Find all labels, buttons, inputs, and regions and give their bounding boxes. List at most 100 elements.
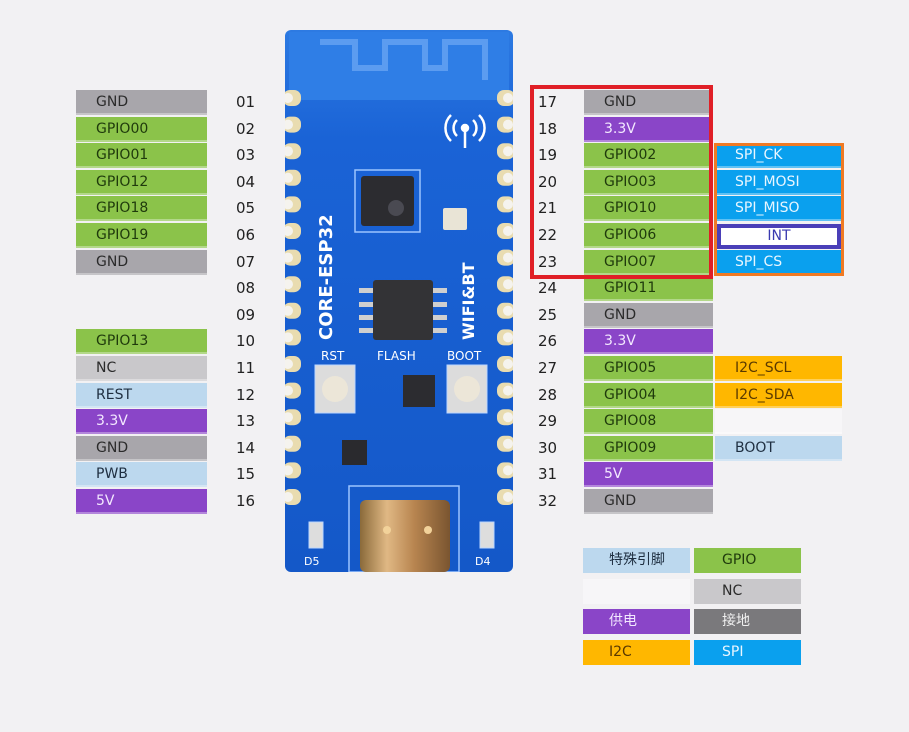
pin-label: GPIO06 (584, 223, 713, 248)
legend-item: 特殊引脚 (583, 548, 690, 573)
pin-label: GPIO10 (584, 196, 713, 222)
pin-label: GND (76, 249, 207, 275)
pad-hole (285, 279, 293, 290)
ldo-chip (342, 440, 367, 465)
pad-hole (503, 146, 513, 157)
pad-hole (285, 226, 293, 236)
pin-number: 02 (236, 119, 256, 138)
pin-number: 25 (538, 305, 558, 324)
highlight-frame-orange (714, 143, 844, 276)
pin-number: 16 (236, 492, 256, 510)
boot-label: BOOT (447, 349, 482, 363)
pad-hole (285, 172, 293, 183)
pin-number: 15 (236, 465, 256, 484)
pin-label: GPIO03 (584, 169, 713, 195)
pad-hole (503, 172, 513, 183)
pin-number: 28 (538, 385, 558, 404)
board-subtitle-text: WIFI&BT (459, 262, 478, 340)
pin-label: GND (584, 489, 713, 514)
pin-number: 19 (538, 146, 558, 165)
alt-function-label: SPI_MOSI (715, 169, 842, 195)
usb-c-port (360, 500, 450, 572)
pad-hole (503, 93, 513, 103)
pad-hole (285, 492, 293, 502)
pad-hole (285, 93, 293, 103)
pad-hole (285, 146, 293, 157)
rst-button (314, 364, 356, 414)
usb-c-port-frame (348, 485, 460, 572)
pin-label: 5V (584, 462, 713, 488)
antenna-trace (320, 39, 488, 80)
pin-number: 21 (538, 199, 558, 218)
pin-number: 05 (236, 199, 256, 218)
pad-hole (503, 332, 513, 343)
pad-hole (285, 119, 293, 130)
legend-item: NC (694, 578, 801, 604)
pin-number: 14 (236, 438, 256, 457)
pad-hole (285, 305, 293, 316)
pin-number: 23 (538, 252, 558, 271)
pin-number: 11 (236, 359, 256, 377)
highlight-frame-red (530, 85, 713, 279)
pin-label: GND (584, 90, 713, 115)
pin-label: PWB (76, 462, 207, 488)
legend-item (583, 578, 690, 604)
pin-label: GPIO02 (584, 143, 713, 169)
crystal (443, 208, 467, 230)
pin-number: 17 (538, 93, 558, 111)
pin-number: 26 (538, 332, 558, 351)
pin-number: 07 (236, 252, 256, 271)
pad-hole (285, 252, 293, 263)
legend-item: SPI (694, 639, 801, 665)
pin-label: GPIO08 (584, 409, 713, 435)
pin-number: 30 (538, 438, 558, 457)
pad-hole (503, 119, 513, 130)
pad-hole (503, 226, 513, 236)
alt-function-label: I2C_SCL (715, 356, 842, 381)
pin-number: 08 (236, 279, 256, 298)
pin-number: 13 (236, 412, 256, 431)
pin-label: GPIO12 (76, 169, 207, 195)
pin-number: 20 (538, 172, 558, 191)
esp32-board: CORE-ESP32 WIFI&BT RST FLASH BOOT D5 D4 (285, 30, 513, 572)
pad-hole (285, 385, 293, 396)
regulator-chip (403, 375, 435, 407)
d4-label: D4 (475, 555, 490, 568)
boot-button (446, 364, 488, 414)
pin-label: GPIO05 (584, 356, 713, 381)
pin-number: 06 (236, 226, 256, 244)
pad-hole (285, 412, 293, 423)
castellated-pads (285, 90, 513, 505)
pad-hole (503, 385, 513, 396)
pin-number: 29 (538, 412, 558, 431)
led-d4 (479, 521, 495, 549)
pad-hole (503, 279, 513, 290)
pad-hole (503, 438, 513, 449)
pin-label: 3.3V (76, 409, 207, 435)
rst-label: RST (321, 349, 345, 363)
pin-number: 22 (538, 226, 558, 244)
esp32-chip (361, 176, 414, 226)
pin-number: 09 (236, 305, 256, 324)
pad-hole (285, 359, 293, 369)
pad-hole (285, 199, 293, 210)
alt-function-label: INT (717, 224, 841, 249)
alt-function-label: I2C_SDA (715, 382, 842, 408)
d5-label: D5 (304, 555, 319, 568)
pin-label: GPIO00 (76, 116, 207, 142)
board-name-text: CORE-ESP32 (316, 214, 337, 340)
pin-number: 01 (236, 93, 256, 111)
pin-number: 04 (236, 172, 256, 191)
pin-number: 27 (538, 359, 558, 377)
pin-label: REST (76, 382, 207, 408)
legend-item: 接地 (694, 609, 801, 634)
pad-hole (285, 332, 293, 343)
pin-number: 10 (236, 332, 256, 351)
pad-hole (503, 199, 513, 210)
pin-label: NC (76, 356, 207, 381)
pad-hole (503, 359, 513, 369)
flash-chip (373, 280, 433, 340)
pin-label: 3.3V (584, 329, 713, 355)
pad-hole (503, 305, 513, 316)
pin-number: 31 (538, 465, 558, 484)
